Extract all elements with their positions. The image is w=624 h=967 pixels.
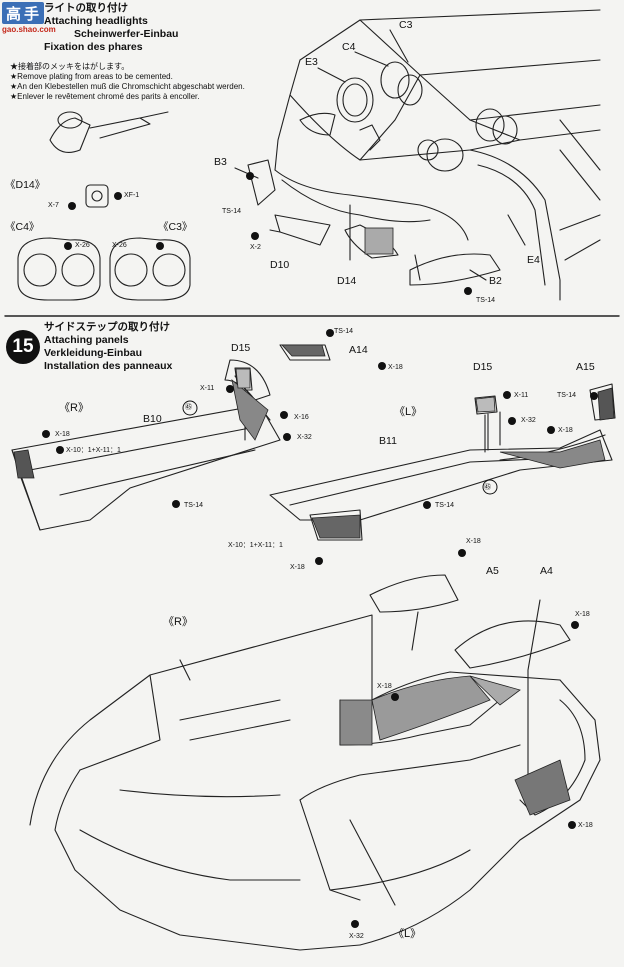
step14-note-fr: ★Enlever le revêtement chromé des parits… (10, 92, 200, 101)
svg-text:高: 高 (6, 5, 21, 23)
callout-45-b: ㊺ (484, 484, 491, 491)
part-b3: B3 (214, 156, 227, 168)
part-a4: A4 (540, 565, 553, 577)
part-d10: D10 (270, 259, 290, 271)
label-ts14-b: TS-14 (476, 297, 496, 304)
part-d15-a: D15 (231, 342, 251, 354)
step14-title-fr: Fixation des phares (44, 41, 143, 53)
label-mix-1: X-10：1+X-11：1 (66, 447, 121, 454)
label-ts14-c: TS-14 (334, 328, 354, 335)
label-x2: X-2 (250, 244, 261, 251)
step14-title-jp: ライトの取り付け (44, 2, 128, 14)
label-x18-f: X-18 (575, 611, 590, 618)
part-a5: A5 (486, 565, 499, 577)
step14-title-en: Attaching headlights (44, 15, 148, 27)
body-r-label: 《R》 (163, 616, 193, 628)
svg-text:手: 手 (24, 5, 39, 23)
label-x7: X-7 (48, 202, 59, 209)
part-d14: D14 (337, 275, 357, 287)
detail-c4-title: 《C4》 (5, 221, 40, 233)
step15-number: 15 (6, 330, 40, 364)
body-l-label: 《L》 (393, 928, 422, 940)
part-c3: C3 (399, 19, 413, 31)
watermark-text: gao.shao.com (2, 25, 56, 34)
label-x18-b: X-18 (55, 431, 70, 438)
step15-title-jp: サイドステップの取り付け (44, 321, 170, 333)
part-a15: A15 (576, 361, 595, 373)
label-x32-c: X-32 (349, 933, 364, 940)
step14-note-jp: ★接着部のメッキをはがします。 (10, 62, 130, 71)
part-e4: E4 (527, 254, 540, 266)
label-x18-d: X-18 (466, 538, 481, 545)
detail-d14-title: 《D14》 (5, 179, 46, 191)
label-x26-a: X-26 (75, 242, 90, 249)
step15-title-fr: Installation des panneaux (44, 360, 173, 372)
label-mix-2: X-10：1+X-11：1 (228, 542, 283, 549)
label-x16: X-16 (294, 414, 309, 421)
step15-title-de: Verkleidung-Einbau (44, 347, 143, 359)
part-c4: C4 (342, 41, 356, 53)
label-ts14-d: TS-14 (557, 392, 577, 399)
part-d15-b: D15 (473, 361, 493, 373)
label-x11-b: X-11 (514, 392, 529, 399)
part-b10: B10 (143, 413, 162, 425)
label-x18-g: X-18 (377, 683, 392, 690)
part-b11: B11 (379, 435, 397, 447)
part-e3: E3 (305, 56, 318, 68)
step14-note-en: ★Remove plating from areas to be cemente… (10, 72, 173, 81)
part-a14: A14 (349, 344, 368, 356)
label-x18-e: X-18 (290, 564, 305, 571)
label-x18-h: X-18 (578, 822, 593, 829)
label-ts14-f: TS-14 (435, 502, 455, 509)
label-xf1: XF-1 (124, 192, 140, 199)
step14-title-de: Scheinwerfer-Einbau (74, 28, 179, 40)
part-b2: B2 (489, 275, 502, 287)
side-r-label: 《R》 (59, 402, 89, 414)
label-x18-c: X-18 (558, 427, 573, 434)
label-x18-a: X-18 (388, 364, 403, 371)
label-x32-b: X-32 (297, 434, 312, 441)
label-ts14-e: TS-14 (184, 502, 204, 509)
step14-note-de: ★An den Klebestellen muß die Chromschich… (10, 82, 245, 91)
label-x26-b: X-26 (112, 242, 127, 249)
callout-45-a: ㊺ (185, 404, 192, 411)
label-ts14-a: TS-14 (222, 208, 242, 215)
label-x11-a: X-11 (200, 385, 215, 392)
step15-title-en: Attaching panels (44, 334, 129, 346)
label-x32-a: X-32 (521, 417, 536, 424)
side-l-label: 《L》 (394, 406, 423, 418)
watermark-logo: 高 手 (0, 0, 46, 34)
detail-c3-title: 《C3》 (158, 221, 193, 233)
